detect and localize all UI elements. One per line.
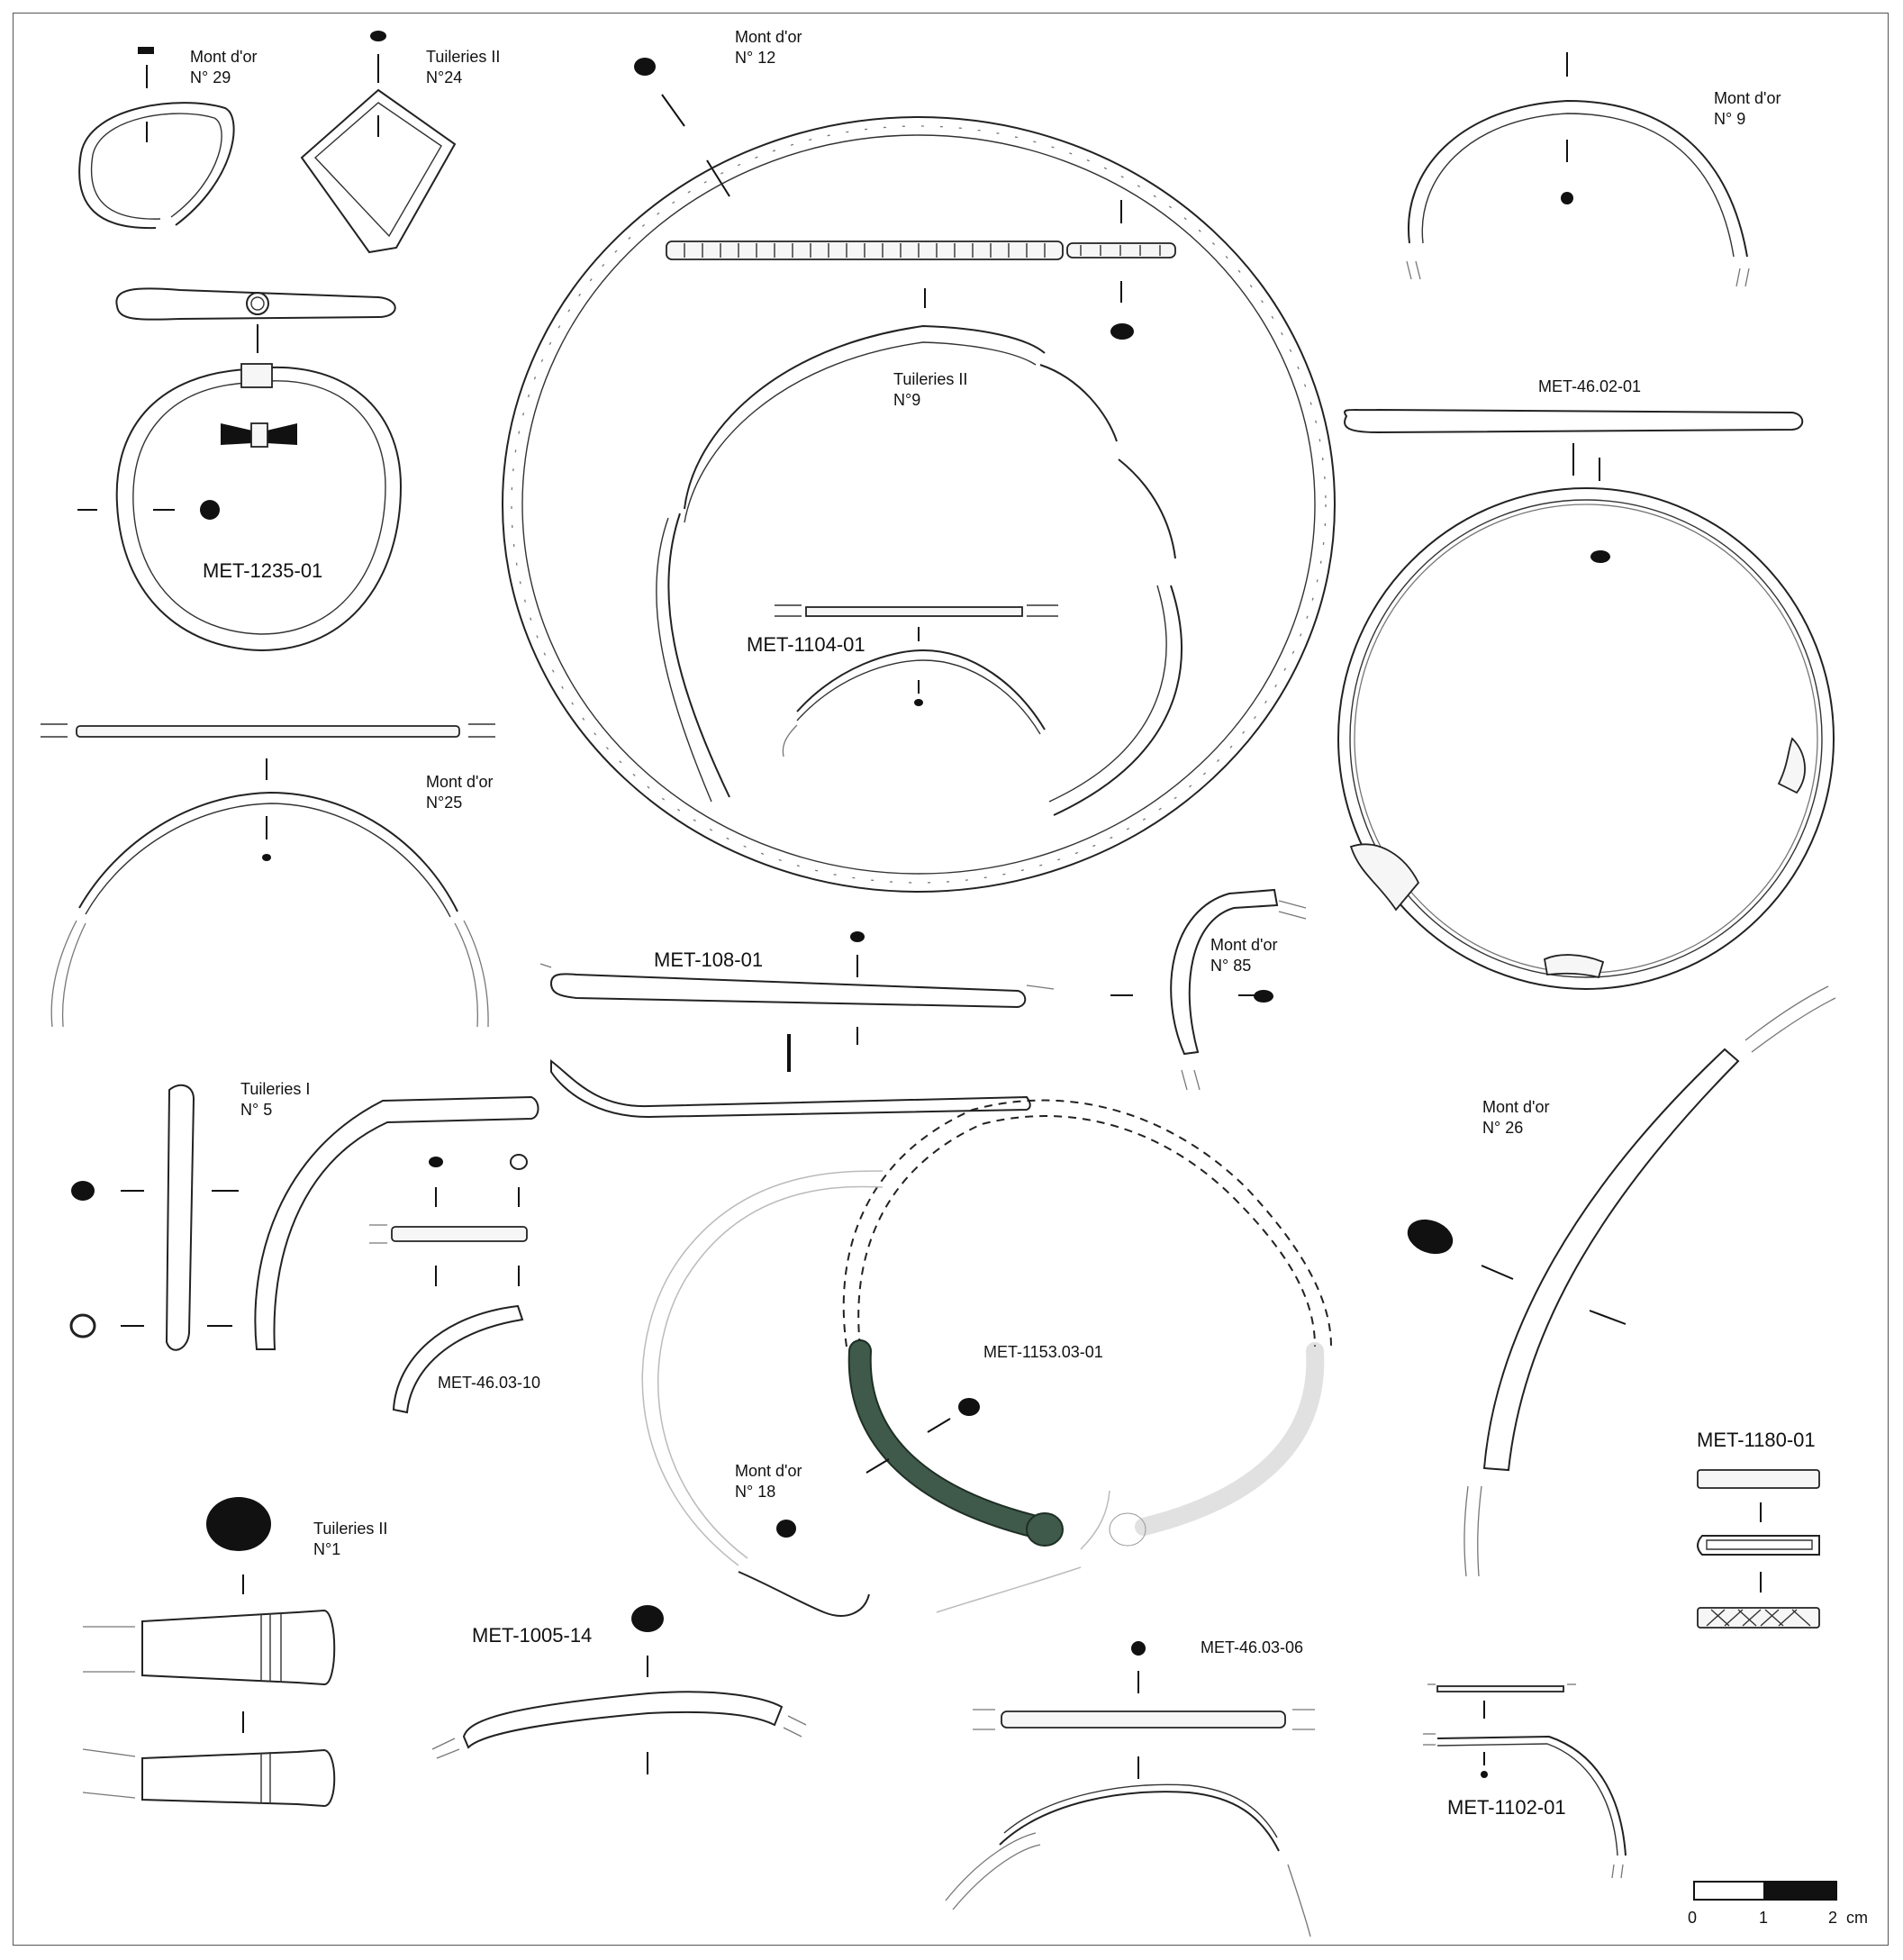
- label-number: N° 12: [735, 48, 776, 67]
- label-site: Mont d'or: [1210, 936, 1278, 954]
- label-number: N° 5: [240, 1100, 273, 1119]
- label-site: Mont d'or: [190, 48, 258, 66]
- label-number: N° 18: [735, 1482, 776, 1501]
- label-met-1153-03-01: MET-1153.03-01: [983, 1343, 1103, 1361]
- fragment-met-1180-01: [1697, 1469, 1820, 1629]
- label-mont-or-18: Mont d'or N° 18: [735, 1461, 802, 1502]
- bracelet-met-1235-01: [77, 287, 403, 652]
- label-mont-or-25: Mont d'or N°25: [426, 772, 493, 812]
- ring-met-1104-01: [775, 604, 1058, 758]
- ring-tuileries-9-fragments: [656, 324, 1183, 816]
- terminal-tuileries-ii-1: [82, 1497, 336, 1808]
- label-met-46-03-10: MET-46.03-10: [438, 1374, 541, 1392]
- label-site: Mont d'or: [735, 1462, 802, 1480]
- label-site: Tuileries II: [426, 48, 501, 66]
- scale-tick-1: 1: [1759, 1909, 1769, 1927]
- ring-mont-or-12: [502, 58, 1336, 893]
- label-site: Mont d'or: [735, 28, 802, 46]
- label-met-1235-01: MET-1235-01: [203, 559, 323, 582]
- label-site: Mont d'or: [1714, 89, 1781, 107]
- label-met-108-01: MET-108-01: [654, 948, 764, 971]
- label-mont-or-29: Mont d'or N° 29: [190, 47, 257, 87]
- label-mont-or-85: Mont d'or N° 85: [1210, 935, 1277, 975]
- label-mont-or-26: Mont d'or N° 26: [1482, 1097, 1549, 1138]
- label-mont-or-12: Mont d'or N° 12: [735, 27, 802, 68]
- bracelet-tuileries-24: [300, 31, 457, 254]
- ring-mont-or-25: [41, 723, 495, 1028]
- scale-tick-0: 0: [1688, 1909, 1698, 1927]
- label-met-1102-01: MET-1102-01: [1447, 1796, 1566, 1819]
- label-site: Tuileries II: [313, 1520, 388, 1538]
- fragment-mont-or-85: [1110, 888, 1307, 1091]
- bracelet-mont-or-9: [1406, 52, 1750, 287]
- label-number: N°1: [313, 1539, 341, 1558]
- label-number: N° 26: [1482, 1118, 1524, 1137]
- label-met-46-02-01: MET-46.02-01: [1538, 377, 1642, 395]
- label-met-1104-01: MET-1104-01: [747, 633, 865, 656]
- fragment-tuileries-5: [69, 1084, 539, 1351]
- ring-met-1102-01: [1423, 1683, 1627, 1879]
- label-site: Tuileries II: [893, 370, 968, 388]
- label-mont-or-9: Mont d'or N° 9: [1714, 88, 1781, 129]
- label-met-1005-14: MET-1005-14: [472, 1624, 593, 1647]
- label-tuileries-24: Tuileries II N°24: [426, 47, 500, 87]
- ring-met-46-03-06: [945, 1641, 1315, 1937]
- label-met-46-03-06: MET-46.03-06: [1201, 1638, 1304, 1656]
- scale-unit: cm: [1846, 1909, 1869, 1927]
- scale-tick-2-value: 2: [1828, 1909, 1838, 1927]
- label-number: N° 29: [190, 68, 231, 86]
- fragment-mont-or-26: [1407, 985, 1836, 1577]
- label-tuileries-ii-1: Tuileries II N°1: [313, 1519, 387, 1559]
- label-met-1180-01: MET-1180-01: [1697, 1429, 1816, 1451]
- label-number: N° 85: [1210, 956, 1252, 975]
- label-tuileries-9: Tuileries II N°9: [893, 369, 967, 410]
- label-number: N°24: [426, 68, 463, 86]
- terminal-mont-or-18: [776, 1520, 796, 1538]
- label-number: N°9: [893, 390, 921, 409]
- label-number: N°25: [426, 793, 463, 812]
- fragment-met-46-03-10: [369, 1154, 528, 1414]
- bracelet-mont-or-29: [78, 47, 235, 230]
- ring-met-46-02-01: [1337, 408, 1835, 990]
- label-tuileries-5: Tuileries I N° 5: [240, 1079, 310, 1120]
- torc-met-1153-03-01: [641, 1099, 1332, 1617]
- label-site: Tuileries I: [240, 1080, 311, 1098]
- label-site: Mont d'or: [1482, 1098, 1550, 1116]
- scale-bar: [1693, 1881, 1837, 1901]
- label-number: N° 9: [1714, 109, 1746, 128]
- fragment-met-1005-14: [431, 1605, 807, 1774]
- scale-tick-2: 2 cm: [1828, 1908, 1868, 1928]
- label-site: Mont d'or: [426, 773, 494, 791]
- segmented-bar: [666, 200, 1176, 340]
- ring-met-108-01: [539, 931, 1055, 1119]
